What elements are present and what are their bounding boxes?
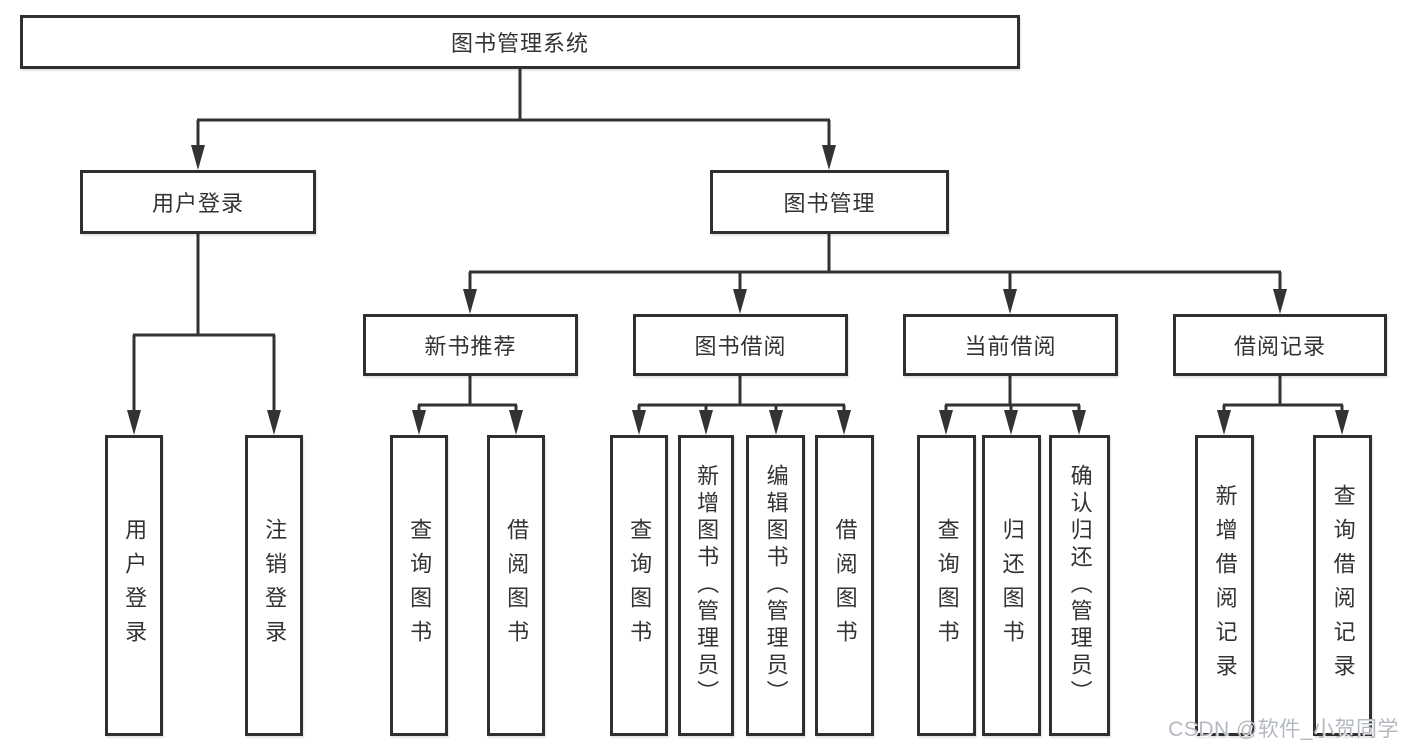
node-book-borrow-label: 图书借阅 xyxy=(694,334,787,359)
leaf-current-confirm-return-admin: 确认归还（管理员） xyxy=(1049,435,1110,736)
leaf-user-login: 用户登录 xyxy=(105,435,163,736)
node-root-label: 图书管理系统 xyxy=(450,31,589,56)
leaf-recommend-borrow-books: 借阅图书 xyxy=(487,435,545,736)
leaf-records-add-record-label: 新增借阅记录 xyxy=(1212,483,1238,688)
node-user-login-label: 用户登录 xyxy=(151,191,244,216)
leaf-recommend-query-books: 查询图书 xyxy=(390,435,448,736)
node-new-book-recommend-label: 新书推荐 xyxy=(424,334,517,359)
leaf-borrow-query-books: 查询图书 xyxy=(610,435,668,736)
leaf-recommend-borrow-books-label: 借阅图书 xyxy=(504,517,530,654)
leaf-records-add-record: 新增借阅记录 xyxy=(1195,435,1254,736)
leaf-borrow-edit-books-admin: 编辑图书（管理员） xyxy=(746,435,805,736)
node-borrow-records-label: 借阅记录 xyxy=(1233,334,1326,359)
leaf-user-login-label: 用户登录 xyxy=(122,517,148,654)
csdn-watermark: CSDN @软件_小贺同学 xyxy=(1168,718,1399,741)
leaf-logout: 注销登录 xyxy=(245,435,303,736)
leaf-borrow-query-books-label: 查询图书 xyxy=(627,517,653,654)
leaf-logout-label: 注销登录 xyxy=(262,517,288,654)
leaf-records-query-record-label: 查询借阅记录 xyxy=(1330,483,1356,688)
leaf-current-confirm-return-admin-label: 确认归还（管理员） xyxy=(1067,464,1093,707)
node-borrow-records: 借阅记录 xyxy=(1173,314,1387,376)
leaf-current-query-books-label: 查询图书 xyxy=(934,517,960,654)
leaf-borrow-borrow-books: 借阅图书 xyxy=(815,435,874,736)
leaf-borrow-borrow-books-label: 借阅图书 xyxy=(832,517,858,654)
leaf-current-return-books: 归还图书 xyxy=(982,435,1041,736)
leaf-borrow-add-books-admin-label: 新增图书（管理员） xyxy=(694,464,720,707)
node-root-library-system: 图书管理系统 xyxy=(20,15,1020,69)
node-book-management: 图书管理 xyxy=(710,170,949,234)
node-user-login: 用户登录 xyxy=(80,170,316,234)
node-current-borrow-label: 当前借阅 xyxy=(964,334,1057,359)
node-book-management-label: 图书管理 xyxy=(783,191,876,216)
leaf-records-query-record: 查询借阅记录 xyxy=(1313,435,1372,736)
leaf-recommend-query-books-label: 查询图书 xyxy=(407,517,433,654)
leaf-borrow-add-books-admin: 新增图书（管理员） xyxy=(678,435,734,736)
leaf-borrow-edit-books-admin-label: 编辑图书（管理员） xyxy=(763,464,789,707)
node-current-borrow: 当前借阅 xyxy=(903,314,1118,376)
leaf-current-query-books: 查询图书 xyxy=(917,435,976,736)
node-new-book-recommend: 新书推荐 xyxy=(363,314,578,376)
leaf-current-return-books-label: 归还图书 xyxy=(999,517,1025,654)
node-book-borrow: 图书借阅 xyxy=(633,314,848,376)
